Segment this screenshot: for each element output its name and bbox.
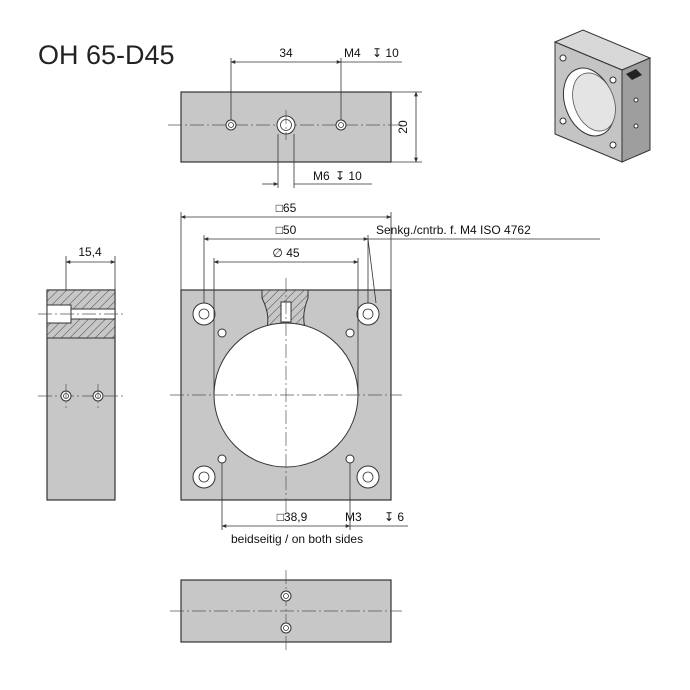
dim-bore-diameter: ∅ 45 xyxy=(272,246,299,260)
dim-top-depth: ↧ 10 xyxy=(372,46,399,60)
bottom-view xyxy=(170,570,402,652)
m3-hole-bottom-left xyxy=(217,454,227,464)
isometric-view xyxy=(553,29,652,163)
m3-hole-bottom-right xyxy=(345,454,355,464)
logo-icon xyxy=(626,69,642,80)
dim-top-height: 20 xyxy=(396,120,410,134)
dim-hole-depth: ↧ 6 xyxy=(384,510,404,524)
front-view: □65 □50 Senkg./cntrb. f. M4 ISO 4762 ∅ 4… xyxy=(170,201,600,546)
m3-hole-top-left xyxy=(217,328,227,338)
corner-hole-top-left xyxy=(192,302,216,326)
dim-bottom-thread: M6 xyxy=(313,169,330,183)
dim-inner-square: □50 xyxy=(276,223,297,237)
drawing-title: OH 65-D45 xyxy=(38,40,175,70)
side-view: 15,4 xyxy=(38,245,124,501)
top-view: 34 M4 ↧ 10 20 M6 ↧ 10 xyxy=(168,46,422,188)
top-m4-hole-left xyxy=(225,119,237,131)
dim-hole-thread: M3 xyxy=(345,510,362,524)
dim-side-width: 15,4 xyxy=(78,245,102,259)
dim-outer-square: □65 xyxy=(276,201,297,215)
bottom-hole-bottom xyxy=(280,622,292,634)
dim-both-sides: beidseitig / on both sides xyxy=(231,532,363,546)
dim-top-thread: M4 xyxy=(344,46,361,60)
dim-counterbore-note: Senkg./cntrb. f. M4 ISO 4762 xyxy=(376,223,531,237)
corner-hole-bottom-right xyxy=(356,465,380,489)
dim-top-spacing: 34 xyxy=(279,46,293,60)
corner-hole-bottom-left xyxy=(192,465,216,489)
top-m4-hole-right xyxy=(335,119,347,131)
dim-hole-square: □38,9 xyxy=(277,510,308,524)
bottom-hole-top xyxy=(280,590,292,602)
dim-bottom-depth: ↧ 10 xyxy=(335,169,362,183)
corner-hole-top-right xyxy=(356,302,380,326)
m3-hole-top-right xyxy=(345,328,355,338)
